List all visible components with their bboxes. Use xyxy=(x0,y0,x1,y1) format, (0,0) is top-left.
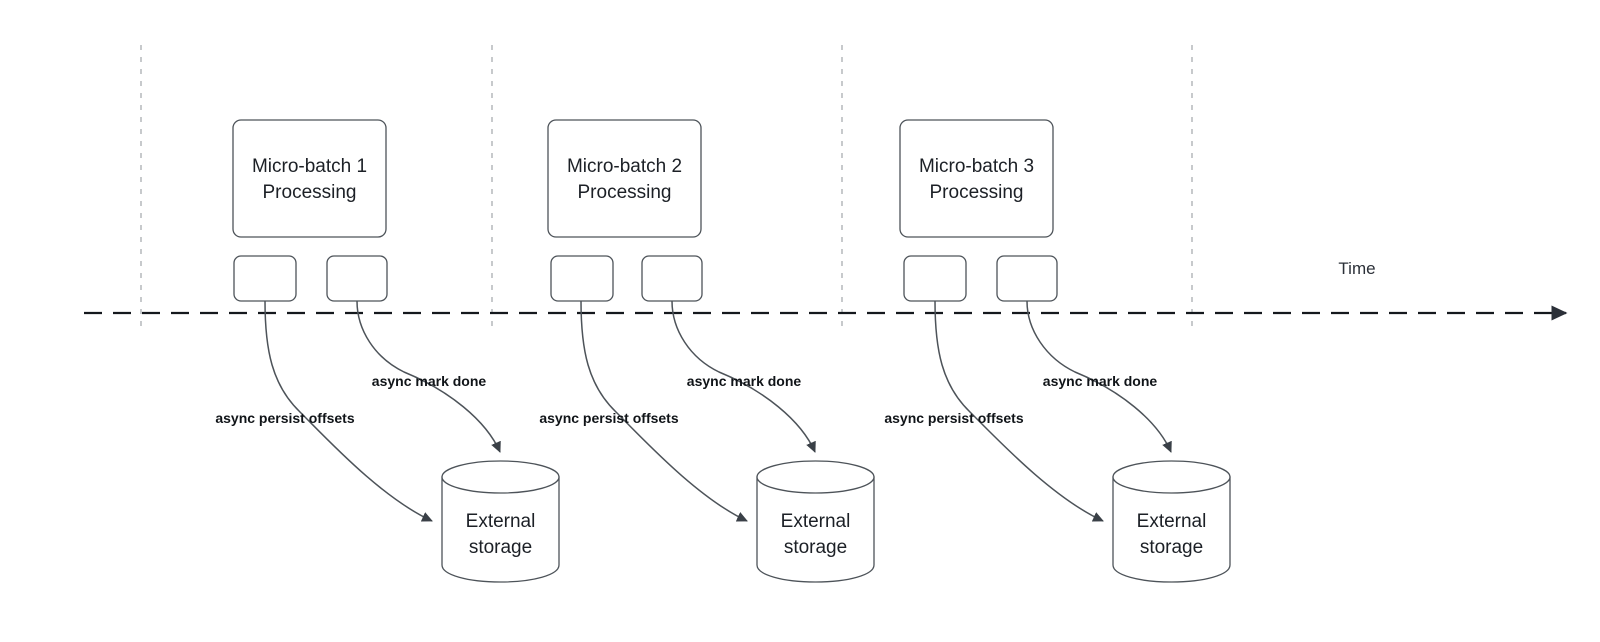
external-storage-2-body xyxy=(756,476,875,583)
micro-batch-1-slot-a[interactable] xyxy=(233,255,297,302)
external-storage-3-label-line1: External xyxy=(1137,511,1207,532)
micro-batch-3-persist-offsets-arrow xyxy=(934,300,1104,522)
external-storage-3-body xyxy=(1112,476,1231,583)
micro-batch-2-mark-done-arrow xyxy=(671,300,816,453)
micro-batch-3-persist-offsets-label: async persist offsets xyxy=(884,410,1023,426)
external-storage-1-label-line2: storage xyxy=(469,537,532,558)
micro-batch-1-title-line1: Micro-batch 1 xyxy=(252,156,367,177)
micro-batch-3-title-line2: Processing xyxy=(930,182,1024,203)
external-storage-3-label-line2: storage xyxy=(1140,537,1203,558)
external-storage-2-label-line1: External xyxy=(781,511,851,532)
micro-batch-2-persist-offsets-arrow xyxy=(580,300,748,522)
micro-batch-2-slot-b[interactable] xyxy=(641,255,703,302)
external-storage-2[interactable]: External storage xyxy=(756,460,875,583)
micro-batch-1-box[interactable] xyxy=(232,119,387,238)
micro-batch-2-box[interactable] xyxy=(547,119,702,238)
micro-batch-3-mark-done-arrow xyxy=(1026,300,1172,453)
micro-batch-2-group: Micro-batch 2 Processing async mark done… xyxy=(539,119,875,583)
micro-batch-3-slot-b[interactable] xyxy=(996,255,1058,302)
time-axis-label: Time xyxy=(1338,259,1375,278)
micro-batch-2-slot-a[interactable] xyxy=(550,255,614,302)
micro-batch-2-persist-offsets-label: async persist offsets xyxy=(539,410,678,426)
micro-batch-1-persist-offsets-arrow xyxy=(264,300,433,522)
external-storage-1-body xyxy=(441,476,560,583)
micro-batch-1-group: Micro-batch 1 Processing async mark done… xyxy=(215,119,560,583)
micro-batch-3-slot-a[interactable] xyxy=(903,255,967,302)
micro-batch-1-mark-done-label: async mark done xyxy=(372,373,487,389)
micro-batch-1-slot-b[interactable] xyxy=(326,255,388,302)
micro-batch-3-title-line1: Micro-batch 3 xyxy=(919,156,1034,177)
micro-batch-1-title-line2: Processing xyxy=(263,182,357,203)
micro-batch-1-mark-done-arrow xyxy=(356,300,501,453)
micro-batch-2-title-line1: Micro-batch 2 xyxy=(567,156,682,177)
micro-batch-3-box[interactable] xyxy=(899,119,1054,238)
micro-batch-2-mark-done-label: async mark done xyxy=(687,373,802,389)
external-storage-3-top xyxy=(1112,460,1231,494)
micro-batch-3-mark-done-label: async mark done xyxy=(1043,373,1158,389)
external-storage-1[interactable]: External storage xyxy=(441,460,560,583)
external-storage-1-label-line1: External xyxy=(466,511,536,532)
external-storage-3[interactable]: External storage xyxy=(1112,460,1231,583)
micro-batch-3-group: Micro-batch 3 Processing async mark done… xyxy=(884,119,1231,583)
external-storage-2-label-line2: storage xyxy=(784,537,847,558)
external-storage-2-top xyxy=(756,460,875,494)
micro-batch-1-persist-offsets-label: async persist offsets xyxy=(215,410,354,426)
micro-batch-2-title-line2: Processing xyxy=(578,182,672,203)
external-storage-1-top xyxy=(441,460,560,494)
